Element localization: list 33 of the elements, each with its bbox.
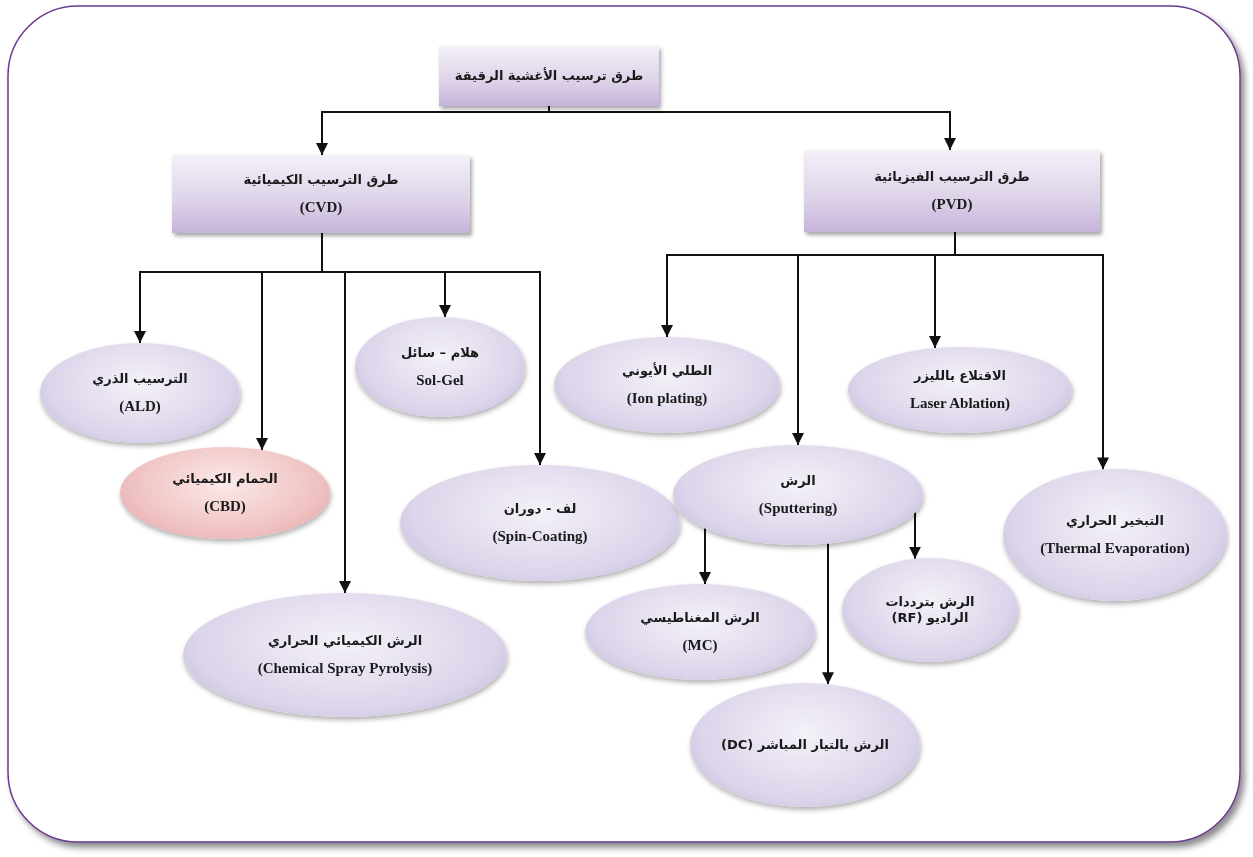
node-title: الرش بترددات الراديو (RF)	[884, 594, 976, 626]
node-title: التبخير الحراري	[1066, 513, 1164, 529]
node-title: طرق الترسيب الكيميائية	[243, 172, 399, 188]
node-title: الرش الكيميائي الحراري	[267, 633, 423, 649]
node-subtitle: (MC)	[682, 635, 718, 654]
node-subtitle: (Chemical Spray Pyrolysis)	[257, 658, 433, 677]
node-subtitle: (Spin-Coating)	[492, 526, 588, 545]
node-title: الترسيب الذري	[92, 371, 188, 387]
arrow	[699, 527, 711, 586]
node-subtitle: (Thermal Evaporation)	[1040, 538, 1190, 557]
node-subtitle: (Ion plating)	[626, 388, 708, 407]
node-title: الرش	[780, 473, 816, 489]
node-subtitle: Laser Ablation)	[909, 393, 1011, 412]
node-title: لف - دوران	[503, 501, 577, 517]
node-title: طرق ترسيب الأغشية الرقيقة	[454, 68, 644, 84]
node-title: طرق الترسيب الفيزيائية	[874, 169, 1030, 185]
category-box	[804, 150, 1100, 232]
arrow	[822, 542, 834, 686]
node-subtitle: (CVD)	[299, 197, 343, 216]
node-subtitle: Sol-Gel	[416, 370, 464, 389]
node-title: الرش المغناطيسي	[640, 610, 760, 626]
arrow	[909, 511, 921, 560]
node-title: الرش بالتيار المباشر (DC)	[721, 737, 889, 753]
node-title: الاقتلاع بالليزر	[913, 368, 1007, 384]
node-subtitle: (CBD)	[204, 496, 246, 515]
node-subtitle: (Sputtering)	[758, 498, 838, 517]
node-title: الطلي الأيوني	[621, 363, 713, 379]
category-box	[439, 46, 659, 106]
node-title: الحمام الكيميائي	[172, 471, 278, 487]
category-box	[172, 155, 470, 233]
node-subtitle: (PVD)	[931, 194, 973, 213]
node-subtitle: (ALD)	[119, 396, 161, 415]
node-title: هلام – سائل	[400, 345, 480, 361]
